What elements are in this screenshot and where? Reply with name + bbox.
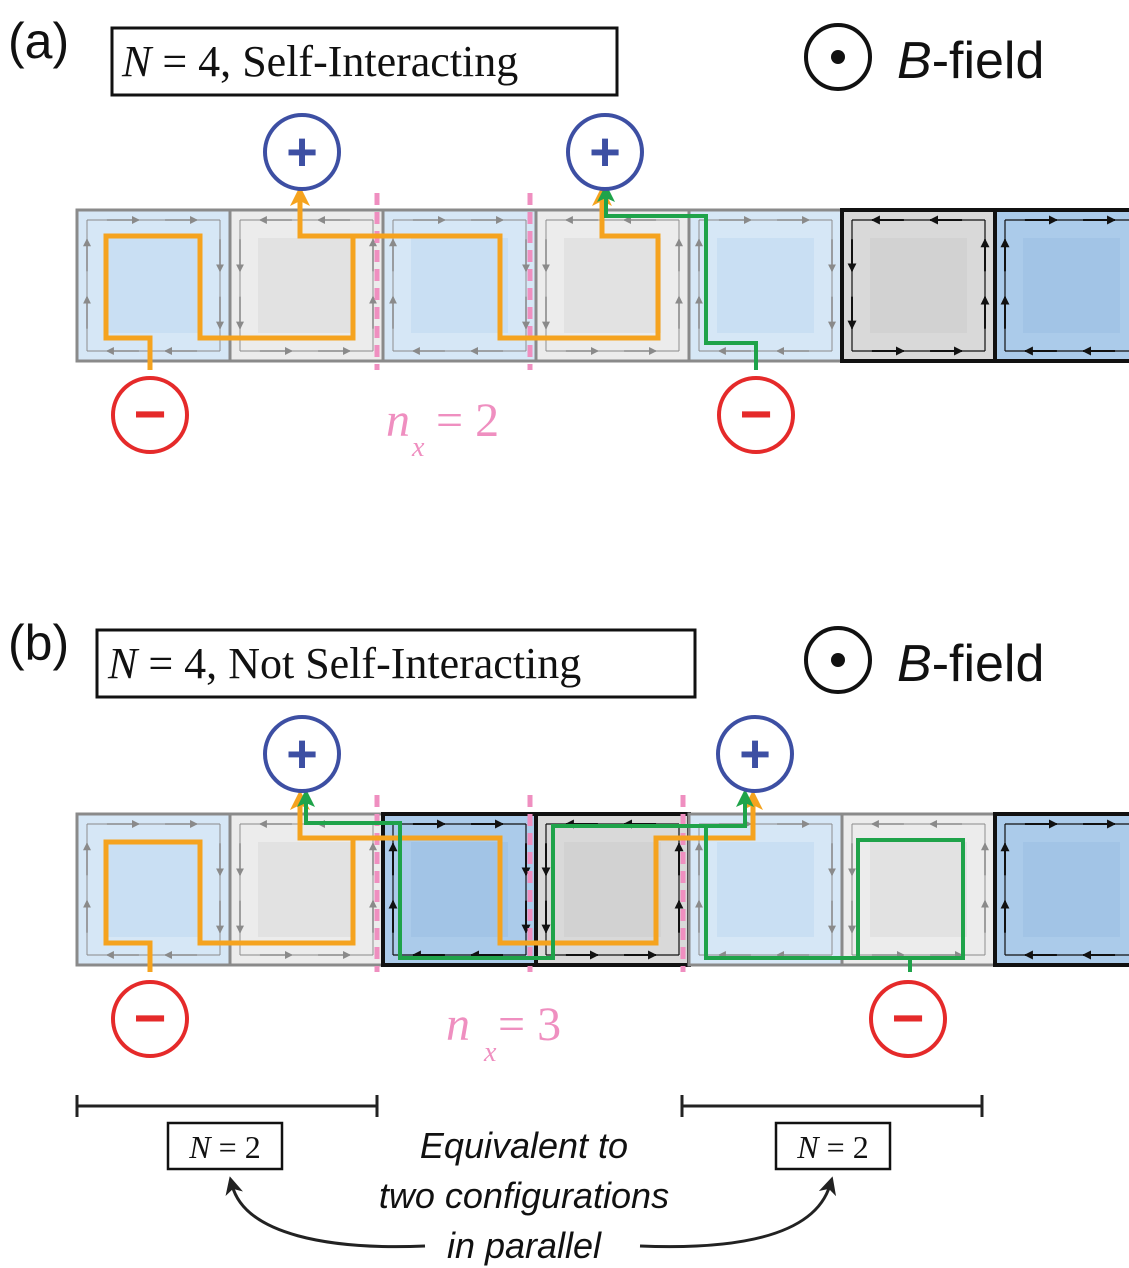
minus-symbol: − [134, 382, 167, 445]
panel-a-b-field: B-field [804, 23, 1044, 91]
panel-a-plus-right: + [566, 113, 644, 191]
nx-subscript: x [483, 1037, 497, 1068]
minus-symbol: − [892, 986, 925, 1049]
panel-a: (a) N = 4, Self-Interacting B-field [8, 13, 1129, 463]
panel-b-plus-left: + [263, 715, 341, 793]
tile-light-blue [687, 208, 844, 363]
config-equals: = 4, [151, 37, 242, 86]
equivalence-arrows [225, 1176, 837, 1249]
nx-subscript: x [411, 432, 425, 463]
tile-light-gray [840, 812, 997, 967]
panel-a-nx-label: n x = 2 [386, 394, 499, 463]
config-n-symbol: N [121, 37, 154, 86]
nx-symbol: n [386, 394, 410, 447]
panel-b: (b) N = 4, Not Self-Interacting B-field [8, 615, 1129, 1266]
note-line-3: in parallel [447, 1225, 602, 1266]
nx-value: = 2 [436, 394, 499, 447]
panel-a-orange-path [103, 186, 661, 370]
equivalence-note: Equivalent to two configurations in para… [379, 1125, 669, 1266]
nx-value: = 3 [498, 998, 561, 1051]
note-line-1: Equivalent to [420, 1125, 628, 1166]
nx-symbol: n [446, 998, 470, 1051]
tile-blue [993, 812, 1129, 967]
note-line-2: two configurations [379, 1175, 669, 1216]
svg-text:N = 2: N = 2 [188, 1129, 260, 1165]
config-description: Self-Interacting [242, 37, 518, 86]
sub-equals: = 2 [211, 1129, 261, 1165]
sub-n-symbol: N [796, 1129, 820, 1165]
panel-b-minus-left: − [111, 980, 189, 1058]
config-description: Not Self-Interacting [228, 639, 581, 688]
panel-b-nx-label: n x = 3 [446, 998, 561, 1068]
sub-equals: = 2 [819, 1129, 869, 1165]
config-equals: = 4, [137, 639, 228, 688]
sub-config-left: N = 2 [166, 1121, 284, 1171]
panel-a-plus-left: + [263, 113, 341, 191]
b-field-suffix: -field [932, 32, 1045, 90]
dot-in-circle-icon [804, 23, 872, 91]
panel-b-green-path [297, 789, 965, 972]
left-bracket [75, 1095, 379, 1117]
panel-b-b-field: B-field [804, 626, 1044, 694]
svg-text:B-field: B-field [897, 32, 1044, 90]
svg-text:N = 4, Self-Interacting: N = 4, Self-Interacting [121, 37, 518, 86]
plus-symbol: + [589, 122, 621, 182]
svg-text:B-field: B-field [897, 635, 1044, 693]
panel-b-tiles [75, 812, 1129, 967]
b-field-letter: B [897, 635, 932, 693]
panel-a-tiles [75, 208, 1129, 363]
minus-symbol: − [134, 986, 167, 1049]
plus-symbol: + [739, 724, 771, 784]
panel-a-boundaries [374, 193, 533, 370]
b-field-letter: B [897, 32, 932, 90]
panel-a-minus-left: − [111, 376, 189, 454]
minus-symbol: − [740, 382, 773, 445]
svg-text:N = 2: N = 2 [796, 1129, 868, 1165]
panel-b-orange-path [103, 790, 763, 972]
panel-b-config-box: N = 4, Not Self-Interacting [95, 628, 697, 699]
svg-text:N = 4, Not Self-Interacting: N = 4, Not Self-Interacting [107, 639, 581, 688]
tile-gray [840, 208, 997, 363]
right-bracket [680, 1095, 984, 1117]
dot-in-circle-icon [804, 626, 872, 694]
plus-symbol: + [286, 122, 318, 182]
panel-a-green-path [597, 184, 758, 370]
b-field-suffix: -field [932, 635, 1045, 693]
panel-a-minus-right: − [717, 376, 795, 454]
panel-b-plus-right: + [716, 715, 794, 793]
tile-blue [993, 208, 1129, 363]
panel-a-config-box: N = 4, Self-Interacting [110, 26, 619, 97]
plus-symbol: + [286, 724, 318, 784]
panel-b-minus-right: − [869, 980, 947, 1058]
panel-a-label: (a) [8, 13, 69, 69]
sub-config-right: N = 2 [774, 1121, 892, 1171]
sub-n-symbol: N [188, 1129, 212, 1165]
config-n-symbol: N [107, 639, 140, 688]
panel-b-label: (b) [8, 615, 69, 671]
